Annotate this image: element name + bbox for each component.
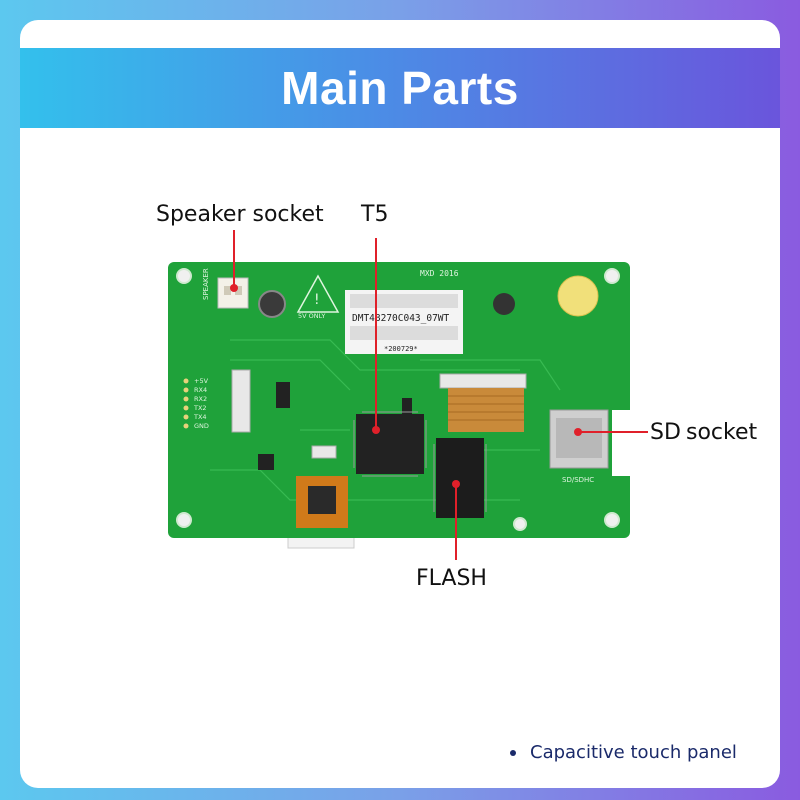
capacitor (258, 290, 286, 318)
flash-chip (436, 438, 484, 518)
silk-5v: 5V ONLY (298, 312, 325, 320)
pcb-board (168, 262, 630, 538)
svg-text:RX4: RX4 (194, 386, 207, 394)
inductor (493, 293, 515, 315)
sticker-serial: *200729* (384, 345, 418, 353)
svg-text:!: ! (314, 292, 320, 308)
callout-sd (574, 428, 648, 436)
page-title: Main Parts (281, 62, 519, 114)
main-card: Main Parts (20, 20, 780, 788)
fpc-connector-top (439, 373, 527, 389)
warning-triangle (296, 274, 340, 313)
feature-note: Capacitive touch panel (510, 742, 737, 763)
callout-t5 (372, 238, 380, 434)
sd-socket-label: socket (686, 420, 758, 445)
callout-speaker (230, 230, 238, 292)
flash-label: FLASH (416, 566, 487, 591)
fpc-connector-left (231, 369, 251, 433)
t5-label: T5 (361, 202, 389, 227)
svg-text:TX2: TX2 (193, 404, 207, 412)
silk-sd: SD/SDHC (562, 476, 594, 484)
sd-label: SD (650, 420, 681, 445)
svg-text:GND: GND (194, 422, 209, 430)
svg-text:+5V: +5V (194, 377, 209, 385)
callout-flash (452, 480, 460, 560)
sticker-model: DMT48270C043_07WT (352, 313, 450, 324)
qa-seal (557, 275, 599, 317)
speaker-socket-label: Speaker socket (156, 202, 324, 227)
t5-chip (356, 414, 424, 474)
silk-speaker: SPEAKER (202, 268, 210, 300)
ribbon-cable (448, 388, 524, 432)
pin-header: +5V RX4 RX2 TX2 TX4 GND (183, 377, 209, 430)
svg-text:TX4: TX4 (193, 413, 207, 421)
feature-note-text: Capacitive touch panel (530, 742, 737, 763)
bullet-icon (510, 750, 516, 756)
silk-mxd: MXD 2016 (420, 269, 459, 278)
mounting-holes (176, 268, 620, 531)
title-banner: Main Parts (20, 48, 780, 128)
svg-text:RX2: RX2 (194, 395, 207, 403)
